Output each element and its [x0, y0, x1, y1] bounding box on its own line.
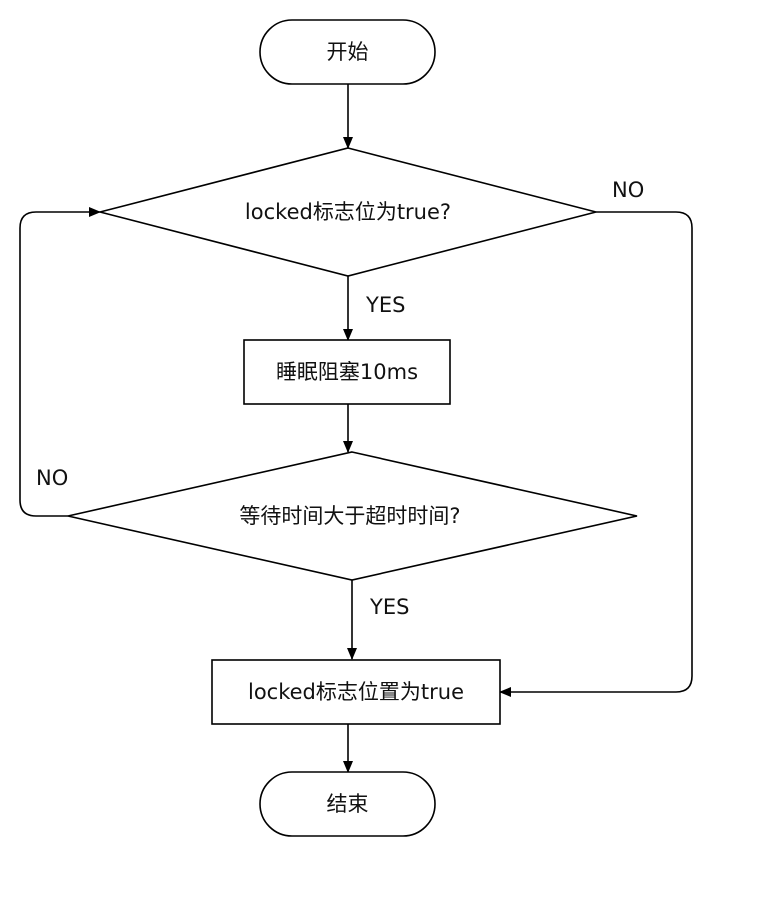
start-terminal-shape [259, 19, 436, 85]
decision-locked-label: locked标志位为true? [245, 200, 451, 224]
node-decision-locked: locked标志位为true? [99, 147, 597, 277]
node-start: 开始 [259, 19, 436, 85]
end-terminal-shape [259, 771, 436, 837]
node-process-set: locked标志位置为true [211, 659, 501, 725]
edge-timeout-no [19, 207, 101, 517]
edge-label-locked-yes: YES [365, 293, 405, 317]
process-sleep-box [243, 339, 451, 405]
end-label: 结束 [327, 792, 369, 816]
decision-timeout-label: 等待时间大于超时时间? [239, 504, 460, 528]
edge-label-locked-no: NO [612, 178, 644, 202]
edge-label-timeout-yes: YES [369, 595, 409, 619]
node-decision-timeout: 等待时间大于超时时间? [67, 451, 638, 581]
node-end: 结束 [259, 771, 436, 837]
decision-timeout-diamond [67, 451, 638, 581]
process-sleep-label: 睡眠阻塞10ms [276, 360, 418, 384]
edge-locked-no [499, 211, 693, 697]
edge-label-timeout-no: NO [36, 466, 68, 490]
process-set-box [211, 659, 501, 725]
process-set-label: locked标志位置为true [248, 680, 464, 704]
decision-locked-diamond [99, 147, 597, 277]
node-process-sleep: 睡眠阻塞10ms [243, 339, 451, 405]
start-label: 开始 [327, 40, 369, 64]
